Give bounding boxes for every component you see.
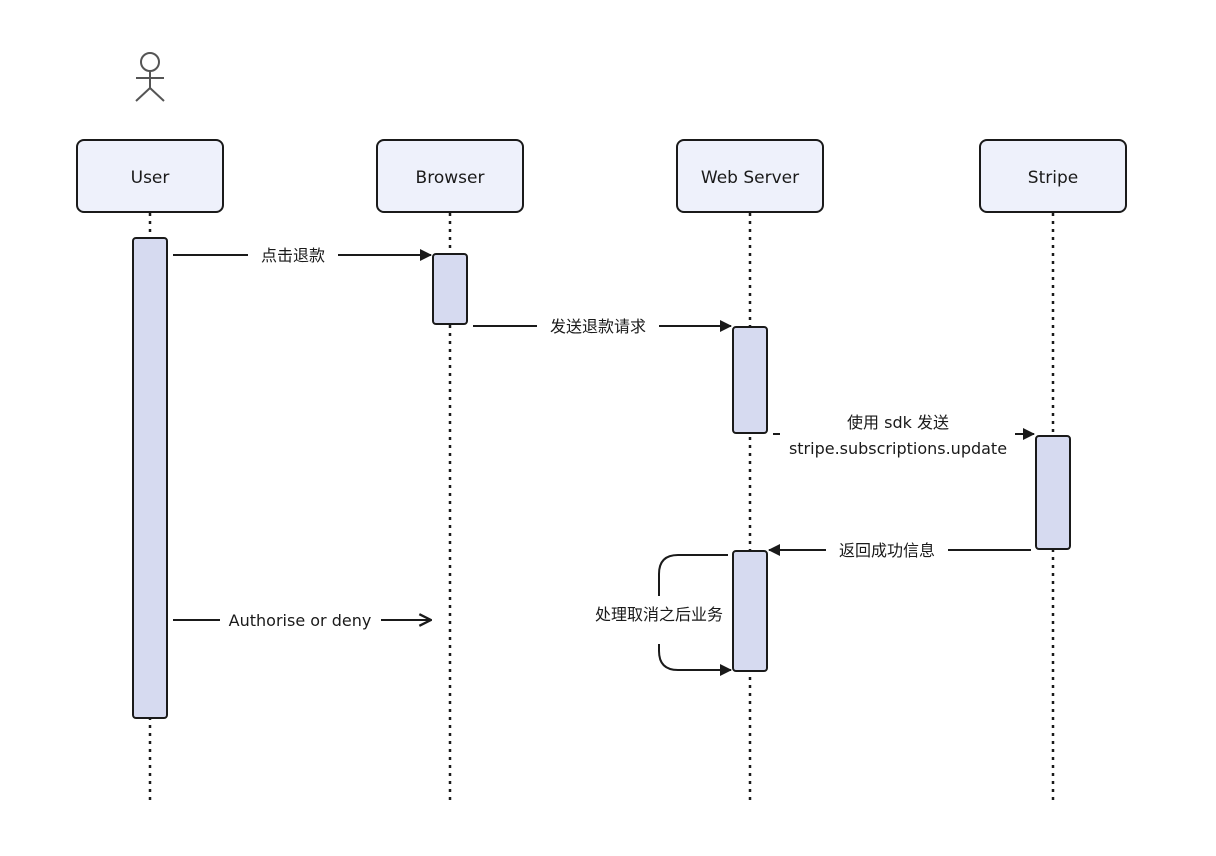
participant-stripe: Stripe [979, 139, 1127, 213]
message-authorise-or-deny: Authorise or deny [173, 611, 431, 630]
message-sdk-update-label-line1: 使用 sdk 发送 [847, 413, 949, 432]
participant-webserver: Web Server [676, 139, 824, 213]
activation-browser [432, 253, 468, 325]
participant-webserver-label: Web Server [701, 168, 799, 188]
participant-user: User [76, 139, 224, 213]
message-return-success: 返回成功信息 [768, 541, 1031, 560]
message-sdk-update: 使用 sdk 发送 stripe.subscriptions.update [773, 413, 1035, 458]
activation-stripe [1035, 435, 1071, 550]
message-post-cancel-business: 处理取消之后业务 [595, 554, 732, 676]
participant-browser: Browser [376, 139, 524, 213]
message-click-refund-label: 点击退款 [261, 246, 325, 265]
message-return-success-label: 返回成功信息 [839, 541, 935, 560]
participant-stripe-label: Stripe [1028, 168, 1078, 188]
activation-webserver-2 [732, 550, 768, 672]
message-send-refund-request-label: 发送退款请求 [550, 317, 646, 336]
activation-webserver-1 [732, 326, 768, 434]
activation-user [132, 237, 168, 719]
message-send-refund-request: 发送退款请求 [473, 317, 732, 336]
person-stick-figure-icon [135, 52, 165, 102]
message-click-refund: 点击退款 [173, 246, 432, 265]
participant-user-label: User [131, 168, 170, 188]
message-sdk-update-label-line2: stripe.subscriptions.update [789, 439, 1007, 458]
message-post-cancel-business-label: 处理取消之后业务 [595, 605, 723, 624]
message-authorise-or-deny-label: Authorise or deny [229, 611, 372, 630]
participant-browser-label: Browser [416, 168, 485, 188]
